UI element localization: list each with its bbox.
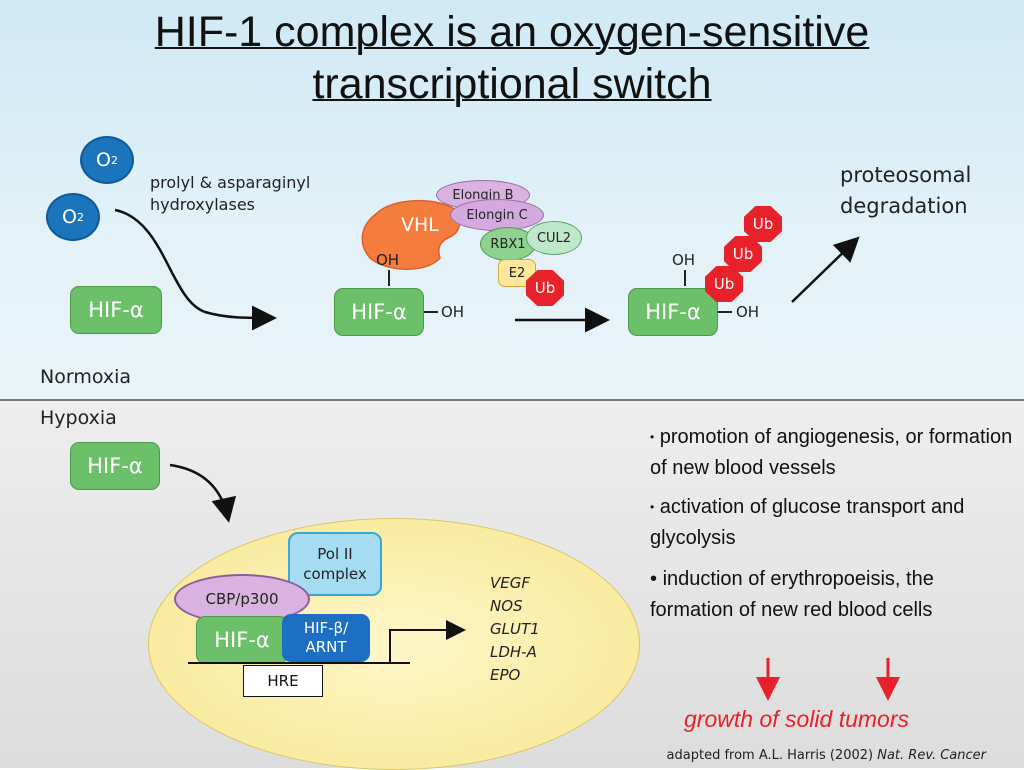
- gene-vegf: VEGF: [490, 574, 530, 592]
- title-line-1: HIF-1 complex is an oxygen-sensitive: [154, 8, 870, 56]
- hif-alpha-box-nucleus: HIF-α: [196, 616, 288, 664]
- gene-nos: NOS: [490, 597, 523, 615]
- cul2: CUL2: [526, 221, 582, 255]
- slide-title: HIF-1 complex is an oxygen-sensitive tra…: [0, 6, 1024, 110]
- title-line-2: transcriptional switch: [312, 60, 712, 108]
- normoxia-label: Normoxia: [40, 366, 132, 388]
- hydroxyl-side-1: OH: [441, 303, 465, 321]
- hypoxia-label: Hypoxia: [40, 407, 117, 429]
- ubiquitin-2: Ub: [724, 236, 762, 272]
- gene-glut1: GLUT1: [490, 620, 540, 638]
- bullet-marker: •: [650, 430, 655, 444]
- hydroxylation-arrow: [114, 208, 277, 331]
- effect-bullet-glycolysis: • activation of glucose transport and gl…: [650, 492, 1015, 554]
- transcription-arrow: [389, 620, 466, 663]
- hydroxyl-bond-side-2: [718, 311, 732, 313]
- effect-text-erythropoiesis: induction of erythropoeisis, the formati…: [650, 568, 934, 621]
- hif-beta-arnt: HIF-β/ ARNT: [282, 614, 370, 662]
- effect-text-glycolysis: activation of glucose transport and glyc…: [650, 496, 965, 549]
- outcome-label: growth of solid tumors: [684, 706, 909, 732]
- bullet-marker: •: [650, 568, 658, 590]
- gene-epo: EPO: [490, 666, 521, 684]
- hif-alpha-box-hypoxia: HIF-α: [70, 442, 160, 490]
- hydroxyl-top-2: OH: [672, 251, 696, 269]
- hydroxyl-bond-top-2: [684, 270, 686, 286]
- degradation-label: proteosomal degradation: [840, 163, 972, 218]
- hydroxyl-bond-top-1: [388, 270, 390, 286]
- degradation-arrow: [791, 236, 860, 303]
- gene-ldh-a: LDH-A: [490, 643, 537, 661]
- nuclear-translocation-arrow: [169, 463, 237, 523]
- ubiquitin-e2: Ub: [526, 270, 564, 306]
- effect-text-angiogenesis: promotion of angiogenesis, or formation …: [650, 426, 1013, 479]
- vhl-label: VHL: [401, 214, 439, 236]
- elongin-c: Elongin C: [450, 199, 544, 231]
- hydroxylases-label: prolyl & asparaginyl hydroxylases: [150, 173, 311, 214]
- hydroxyl-bond-side-1: [424, 311, 438, 313]
- citation: adapted from A.L. Harris (2002) Nat. Rev…: [666, 748, 986, 763]
- hydroxyl-side-2: OH: [736, 303, 760, 321]
- pol-ii-complex: Pol II complex: [288, 532, 382, 596]
- hif-alpha-box-ubiquitinated: HIF-α: [628, 288, 718, 336]
- bullet-marker: •: [650, 500, 655, 514]
- hydroxyl-top-1: OH: [376, 251, 400, 269]
- ubiquitin-1: Ub: [705, 266, 743, 302]
- hif-alpha-box-vhl: HIF-α: [334, 288, 424, 336]
- effect-bullet-angiogenesis: • promotion of angiogenesis, or formatio…: [650, 422, 1015, 484]
- target-genes-list: VEGF NOS GLUT1 LDH-A EPO: [490, 572, 540, 687]
- hre-box: HRE: [243, 665, 323, 697]
- hif-alpha-box-initial: HIF-α: [70, 286, 162, 334]
- vhl-shape: [361, 200, 461, 270]
- ubiquitin-3: Ub: [744, 206, 782, 242]
- effect-bullet-erythropoiesis: • induction of erythropoeisis, the forma…: [650, 564, 1005, 626]
- panel-divider: [0, 399, 1024, 401]
